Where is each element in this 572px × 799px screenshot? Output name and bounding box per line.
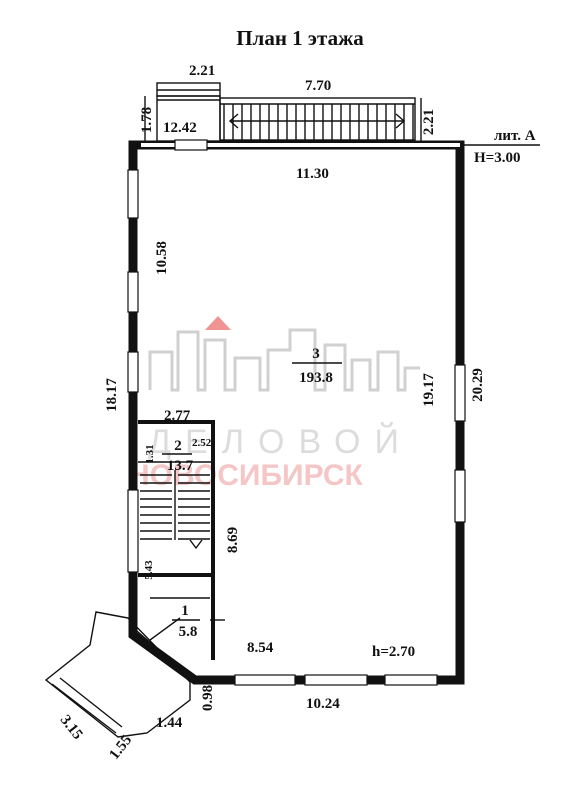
dim-top-outer: 12.42 [163,120,197,136]
dim-ramp-right: 2.21 [421,109,437,135]
window-top [174,139,208,151]
dim-entrance-c: 3.15 [57,712,86,743]
staircase [138,420,215,577]
dim-entrance-a: 1.44 [156,715,183,731]
dim-bottom-small: 0.98 [200,685,216,711]
dim-bottom-outer: 10.24 [306,696,340,712]
vestibule [149,575,225,660]
dim-left-outer: 18.17 [104,378,120,412]
room-2: 2 13.7 [162,438,194,474]
dim-right-inner: 19.17 [421,373,437,407]
watermark-line1: ДЕЛОВОЙ [148,423,413,461]
watermark-skyline [148,328,420,392]
porch [144,82,221,142]
dim-left-inner: 10.58 [154,241,170,275]
svg-text:193.8: 193.8 [299,370,333,386]
dim-ramp-length: 7.70 [305,78,331,94]
window-bottom-3 [384,674,438,686]
dim-stair-height: 8.69 [225,527,241,553]
svg-text:2: 2 [174,438,182,454]
dim-stair-depth: 1.31 [144,444,156,463]
window-left-2 [127,271,139,313]
window-left-1 [127,169,139,219]
svg-text:5.8: 5.8 [179,624,198,640]
room-3: 3 193.8 [292,346,342,386]
dim-top-inner: 11.30 [296,166,329,182]
dim-right-outer: 20.29 [470,368,486,402]
height-main: H=3.00 [474,150,520,166]
entrance-steps [44,611,191,738]
dim-porch-width: 2.21 [189,63,215,79]
lit-label: лит. А [494,128,536,144]
window-left-4 [127,489,139,573]
dim-porch-depth: 1.78 [139,107,155,133]
dim-stair-width: 2.77 [164,408,191,424]
window-right-2 [454,469,466,523]
height-rooms: h=2.70 [372,644,415,660]
ramp [219,97,422,141]
window-bottom-2 [304,674,368,686]
watermark-logo-triangle [205,316,231,330]
svg-text:1: 1 [181,603,189,619]
window-left-3 [127,351,139,393]
window-bottom-1 [234,674,296,686]
dim-entrance-b: 1.55 [106,732,135,763]
dim-vestibule-small: 5.43 [143,560,155,580]
room-1: 1 5.8 [172,603,200,640]
dim-stair-small: 2.52 [192,437,212,449]
svg-text:13.7: 13.7 [167,458,194,474]
svg-text:3: 3 [312,346,320,362]
window-right-1 [454,364,466,422]
page-title: План 1 этажа [236,26,364,50]
dim-bottom-inner: 8.54 [247,640,274,656]
